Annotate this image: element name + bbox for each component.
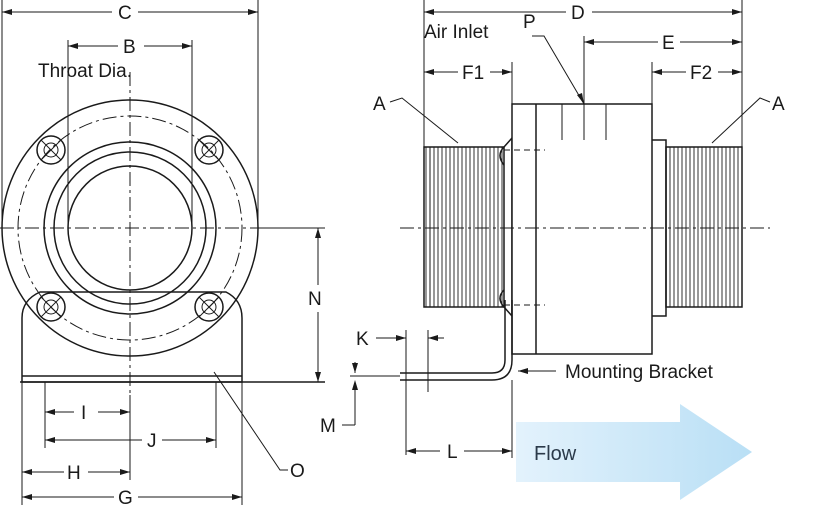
dim-label-a-left: A: [373, 94, 386, 115]
flow-arrow: Flow: [516, 404, 752, 500]
side-view: D Air Inlet P E F1 F2 A A: [320, 0, 785, 463]
mounting-bracket-label: Mounting Bracket: [565, 362, 714, 383]
dim-label-d: D: [571, 3, 585, 24]
bolt-hole-tr: [194, 135, 224, 165]
bolt-hole-bl: [36, 292, 66, 322]
dim-label-k: K: [356, 329, 369, 350]
dim-label-h: H: [67, 463, 81, 484]
dim-label-f1: F1: [462, 63, 484, 84]
dim-label-o: O: [290, 461, 305, 482]
dim-label-a-right: A: [772, 94, 785, 115]
flow-label: Flow: [534, 443, 577, 465]
bolt-hole-br: [194, 292, 224, 322]
dim-label-e: E: [662, 33, 675, 54]
dim-label-p: P: [523, 12, 536, 33]
throat-dia-label: Throat Dia.: [38, 61, 132, 82]
front-view: C B Throat Dia. N I J: [0, 0, 325, 508]
thread-left: [423, 146, 505, 308]
dim-label-l: L: [447, 442, 458, 463]
dim-label-j: J: [147, 431, 157, 452]
bracket-plate-front: [21, 291, 243, 383]
dim-label-g: G: [118, 488, 133, 508]
thread-right: [665, 146, 743, 308]
air-inlet-label: Air Inlet: [424, 22, 489, 43]
dim-label-c: C: [118, 3, 132, 24]
bolt-hole-tl: [36, 135, 66, 165]
dim-label-m: M: [320, 416, 336, 437]
dim-label-n: N: [308, 289, 322, 310]
mounting-bracket: [400, 300, 513, 381]
dim-label-b: B: [123, 37, 136, 58]
ejector-body: [511, 103, 653, 355]
dim-label-i: I: [81, 403, 86, 424]
dim-label-f2: F2: [690, 63, 712, 84]
